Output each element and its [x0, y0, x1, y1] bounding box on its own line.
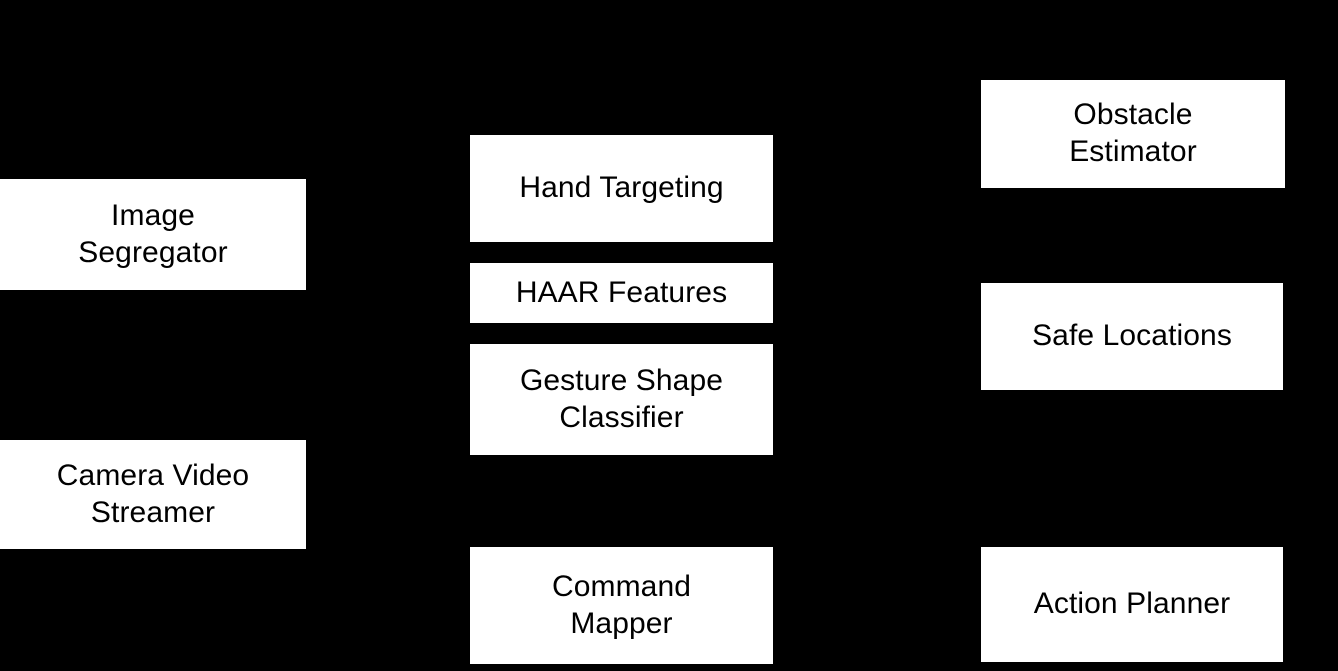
node-haar-features[interactable]: HAAR Features: [470, 263, 773, 323]
node-haar-features-label: HAAR Features: [515, 275, 728, 309]
node-gesture-shape-classifier[interactable]: Gesture Shape Classifier: [470, 344, 773, 455]
node-obstacle-estimator-label: Obstacle Estimator: [1069, 98, 1197, 168]
node-hand-targeting[interactable]: Hand Targeting: [470, 135, 773, 242]
node-safe-locations[interactable]: Safe Locations: [981, 283, 1283, 390]
node-camera-video-streamer[interactable]: Camera Video Streamer: [0, 440, 306, 549]
node-safe-locations-label: Safe Locations: [1032, 319, 1232, 353]
node-hand-targeting-label: Hand Targeting: [519, 171, 724, 205]
node-action-planner[interactable]: Action Planner: [981, 547, 1283, 662]
node-command-mapper[interactable]: Command Mapper: [470, 547, 773, 664]
node-image-segregator-label: Image Segregator: [78, 198, 228, 269]
node-gesture-shape-classifier-label: Gesture Shape Classifier: [519, 363, 724, 434]
node-image-segregator[interactable]: Image Segregator: [0, 179, 306, 290]
node-obstacle-estimator[interactable]: Obstacle Estimator: [981, 80, 1285, 188]
node-camera-video-streamer-label: Camera Video Streamer: [56, 458, 250, 529]
node-action-planner-label: Action Planner: [1033, 587, 1231, 621]
node-command-mapper-label: Command Mapper: [551, 569, 692, 640]
